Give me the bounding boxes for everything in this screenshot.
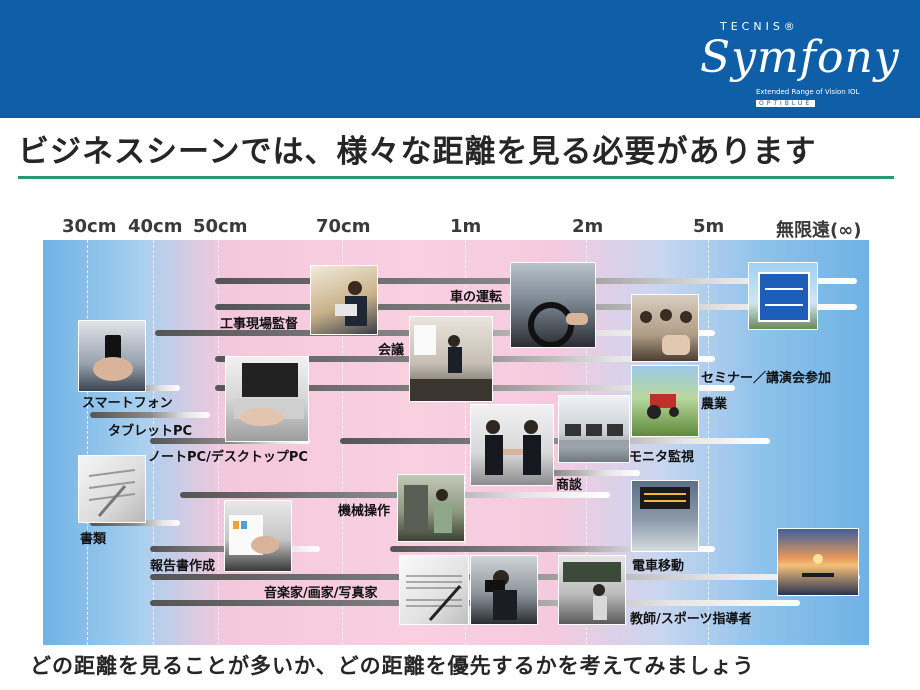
distance-label: 無限遠(∞)	[776, 220, 862, 241]
product-name: Symfony	[700, 32, 900, 83]
seminar-audience-image	[640, 309, 692, 355]
photo-machine-operation	[397, 474, 465, 542]
construction-supervisor-image	[335, 281, 367, 326]
steering-wheel-image	[528, 302, 588, 347]
activity-label-train: 電車移動	[632, 559, 685, 574]
distance-label: 50cm	[193, 216, 248, 237]
photo-documents	[78, 455, 146, 523]
title-divider	[18, 176, 894, 179]
range-bar-negotiation	[470, 470, 640, 476]
distance-label: 70cm	[316, 216, 371, 237]
distance-label: 2m	[572, 216, 604, 237]
photographer-image	[485, 570, 517, 620]
brand-name: TECNIS®	[720, 20, 799, 33]
photo-smartphone	[78, 320, 146, 392]
meeting-image	[410, 325, 492, 401]
activity-label-notepc: ノートPC/デスクトップPC	[148, 450, 308, 465]
distance-label: 30cm	[62, 216, 117, 237]
report-writing-image	[229, 515, 279, 555]
activity-label-machine: 機械操作	[338, 504, 391, 519]
activity-label-monitor: モニタ監視	[629, 450, 695, 465]
range-bar-monitor	[340, 438, 770, 444]
distance-label: 40cm	[128, 216, 183, 237]
photo-teacher	[558, 555, 626, 625]
page-title: ビジネスシーンでは、様々な距離を見る必要があります	[18, 134, 817, 170]
range-bar-train	[390, 546, 715, 552]
activity-label-site: 工事現場監督	[220, 317, 299, 332]
photo-laptop	[225, 356, 309, 442]
photo-sheet-music	[399, 555, 469, 625]
departure-board-image	[640, 487, 690, 509]
photo-train-station	[631, 480, 699, 552]
photo-meeting	[409, 316, 493, 402]
photo-road-sign	[748, 262, 818, 330]
photo-report-writing	[224, 500, 292, 572]
activity-label-tablet: タブレットPC	[108, 424, 193, 439]
smartphone-image	[93, 335, 133, 381]
range-bar-tablet	[90, 412, 210, 418]
sheet-music-image	[406, 575, 462, 621]
activity-label-teacher: 教師/スポーツ指導者	[630, 612, 752, 627]
range-bar-docs	[90, 520, 180, 526]
tecnis-symfony-logo: TECNIS® Symfony Extended Range of Vision…	[690, 10, 915, 110]
sunset-pier-image	[802, 554, 834, 577]
teacher-image	[563, 562, 621, 620]
photo-photographer	[470, 555, 538, 625]
activity-label-artist: 音楽家/画家/写真家	[264, 586, 378, 601]
photo-negotiation	[470, 404, 554, 486]
tractor-image	[647, 394, 679, 419]
activity-label-smartphone: スマートフォン	[82, 396, 173, 411]
handshake-image	[485, 420, 541, 475]
activity-label-car: 車の運転	[450, 290, 503, 305]
photo-sunset-pier	[777, 528, 859, 596]
road-sign-image	[758, 272, 810, 322]
laptop-image	[234, 363, 304, 426]
activity-label-docs: 書類	[80, 532, 107, 547]
activity-label-meeting: 会議	[378, 343, 405, 358]
photo-monitor-room	[558, 395, 630, 463]
distance-label: 5m	[693, 216, 725, 237]
product-tagline: Extended Range of Vision IOL	[756, 88, 860, 96]
activity-label-report: 報告書作成	[150, 559, 216, 574]
activity-label-seminar: セミナー／講演会参加	[701, 371, 832, 386]
distance-label: 1m	[450, 216, 482, 237]
photo-seminar	[631, 294, 699, 362]
range-bar-machine	[180, 492, 610, 498]
photo-agriculture	[631, 365, 699, 437]
header-banner: TECNIS® Symfony Extended Range of Vision…	[0, 0, 920, 118]
photo-car-driving	[510, 262, 596, 348]
gridline-30cm	[87, 240, 88, 645]
activity-label-agri: 農業	[701, 397, 728, 412]
documents-image	[88, 469, 136, 517]
activity-label-negotiation: 商談	[556, 478, 583, 493]
footer-message: どの距離を見ることが多いか、どの距離を優先するかを考えてみましょう	[30, 654, 755, 678]
photo-construction-supervisor	[310, 265, 378, 335]
sub-brand: OPTIBLUE	[756, 100, 816, 107]
monitor-room-image	[559, 424, 629, 446]
machine-operator-image	[404, 485, 452, 533]
